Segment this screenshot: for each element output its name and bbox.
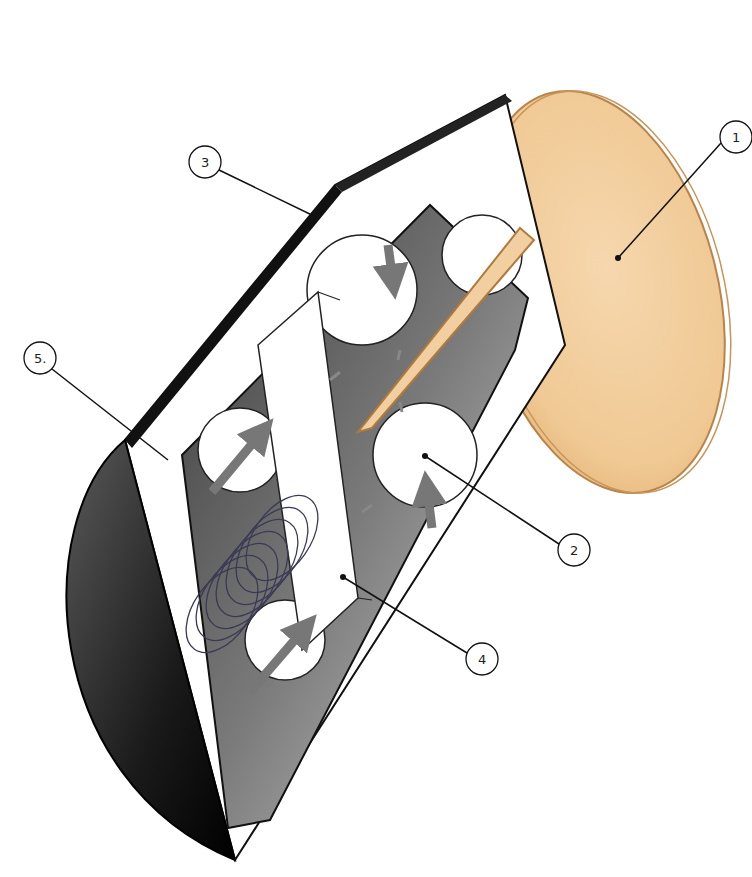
force-arrow bbox=[212, 245, 432, 692]
housing-top-edge bbox=[335, 95, 512, 192]
leader-line bbox=[52, 143, 721, 653]
callout-number: 4 bbox=[478, 653, 486, 666]
callout-number: 2 bbox=[570, 544, 578, 557]
callout-number: 5. bbox=[34, 352, 46, 365]
callout-number: 1 bbox=[732, 131, 740, 144]
callout-circle bbox=[24, 121, 752, 675]
small-arrow bbox=[330, 350, 402, 512]
pusher-plate bbox=[258, 292, 358, 650]
leader-dot bbox=[313, 214, 621, 580]
spring bbox=[172, 483, 333, 666]
needle bbox=[358, 228, 534, 432]
callout-number: 3 bbox=[201, 156, 209, 169]
